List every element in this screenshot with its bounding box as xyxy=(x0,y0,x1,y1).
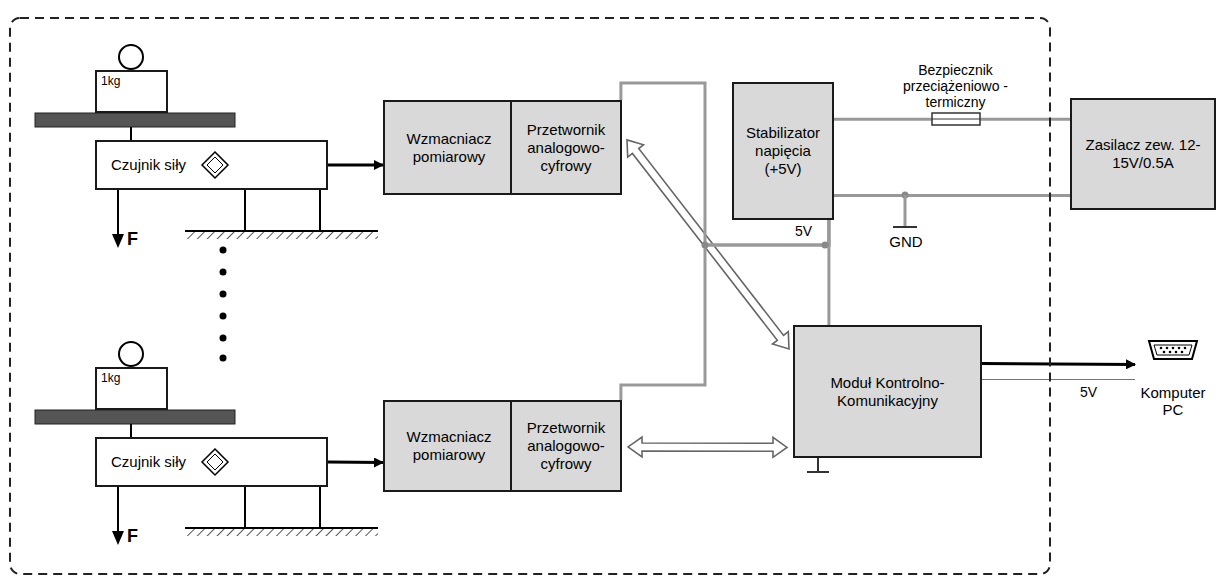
force-label: F xyxy=(127,526,147,547)
signal-line xyxy=(982,379,1135,380)
node-text: Przetwornik analogowo-cyfrowy xyxy=(512,419,620,473)
fuse-symbol xyxy=(932,113,980,125)
node-text: Wzmacniacz pomiarowy xyxy=(385,428,513,464)
regulator-box: Stabilizator napięcia (+5V) xyxy=(732,82,834,220)
force-sensor: Czujnik siły xyxy=(95,140,328,190)
ground-symbol xyxy=(807,458,829,472)
bridge-symbol xyxy=(200,447,230,477)
junction-dot xyxy=(702,242,829,249)
power-supply-box: Zasilacz zew. 12-15V/0.5A xyxy=(1070,98,1216,210)
weight-box: 1kg xyxy=(95,70,168,113)
node-text: 1kg xyxy=(101,371,120,385)
signal-arrow xyxy=(982,362,1135,366)
edge-label: 5V xyxy=(793,223,814,239)
weight-box: 1kg xyxy=(95,367,168,410)
node-text: Wzmacniacz pomiarowy xyxy=(385,130,513,166)
node-text: Zasilacz zew. 12-15V/0.5A xyxy=(1072,136,1214,172)
amplifier-box: Wzmacniacz pomiarowy xyxy=(383,100,515,195)
node-text: Moduł Kontrolno-Komunikacyjny xyxy=(795,374,980,410)
control-module: Moduł Kontrolno-Komunikacyjny xyxy=(793,325,982,458)
amplifier-box: Wzmacniacz pomiarowy xyxy=(383,400,515,492)
node-text: 1kg xyxy=(101,74,120,88)
enclosure xyxy=(10,18,1050,574)
power-wire xyxy=(834,194,1070,197)
sensor-mechanics xyxy=(35,45,378,248)
bridge-symbol xyxy=(200,150,230,180)
node-text: Czujnik siły xyxy=(111,453,186,471)
edge-label: 5V xyxy=(1078,384,1099,400)
pc-port: Komputer PC xyxy=(1135,335,1211,424)
ground-label: GND xyxy=(885,233,927,250)
node-text: Komputer PC xyxy=(1135,385,1211,418)
force-sensor: Czujnik siły xyxy=(95,437,328,487)
ground-symbol xyxy=(893,192,917,228)
sensor-mechanics xyxy=(35,342,378,545)
node-text: Stabilizator napięcia (+5V) xyxy=(734,124,832,178)
signal-arrow xyxy=(328,461,383,465)
continuation-dots xyxy=(220,247,227,362)
node-text: Czujnik siły xyxy=(111,156,186,174)
node-text: Przetwornik analogowo-cyfrowy xyxy=(512,121,620,175)
force-label: F xyxy=(127,229,147,250)
adc-box: Przetwornik analogowo-cyfrowy xyxy=(510,100,622,195)
db9-connector-icon xyxy=(1146,335,1200,365)
signal-arrow xyxy=(328,164,383,167)
fuse-label: Bezpiecznik przeciążeniowo - termiczny xyxy=(893,62,1018,110)
bus-arrow xyxy=(628,437,787,457)
adc-box: Przetwornik analogowo-cyfrowy xyxy=(510,400,622,492)
